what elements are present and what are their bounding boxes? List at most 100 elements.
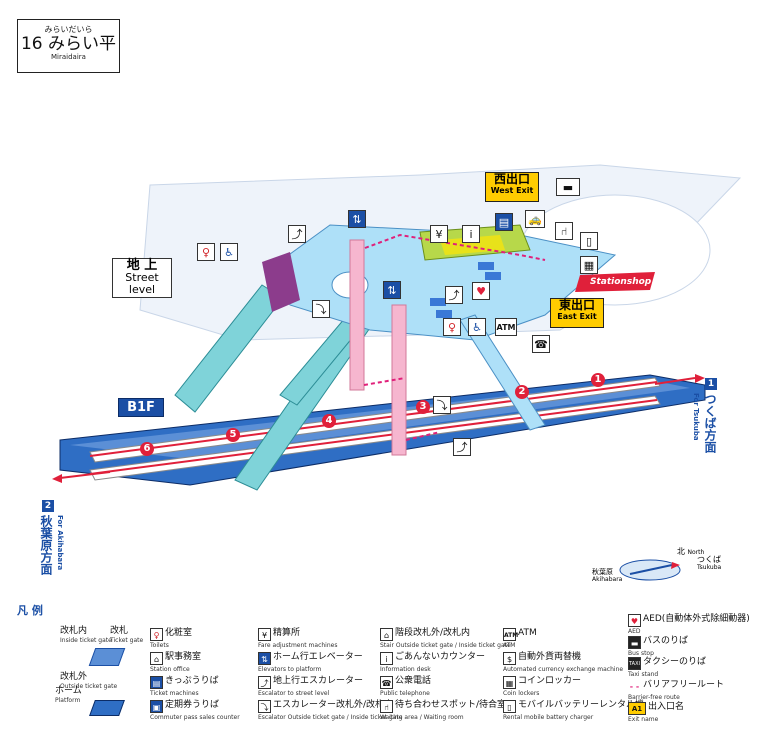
legend-gate-inside-en: Inside ticket gate xyxy=(60,637,112,644)
legend-commuter-pass-en: Commuter pass sales counter xyxy=(150,714,240,721)
legend-gate-swatch xyxy=(88,648,126,666)
legend-aed-en: AED xyxy=(628,628,641,635)
street-level-en: Street level xyxy=(125,271,159,296)
tsukuba-arrow xyxy=(654,377,696,385)
west-exit-ja: 西出口 xyxy=(493,172,530,186)
legend-gate-en: Ticket gate xyxy=(110,637,144,644)
legend-coin-locker-en: Coin lockers xyxy=(503,690,540,697)
ticket-machine-icon-legend: ▤ xyxy=(150,676,163,689)
taxi-icon-legend: TAXI xyxy=(628,657,641,670)
west-exit-box[interactable]: 西出口 West Exit xyxy=(485,172,539,202)
legend-escalator-street: ⤴地上行エスカレーター Escalator to street level xyxy=(258,676,363,699)
street-level-label: 地 上 Street level xyxy=(112,258,172,298)
aed-icon-legend: ♥ xyxy=(628,614,641,627)
legend-taxi-en: Taxi stand xyxy=(628,671,659,678)
legend-ticket-machines-en: Ticket machines xyxy=(150,690,199,697)
legend-aed-ja: AED(自動体外式除細動器) xyxy=(643,614,750,624)
compass-north-ja: 北 xyxy=(677,547,685,556)
phone-icon-legend: ☎ xyxy=(380,676,393,689)
akihabara-dir-ja: 秋葉原方面 xyxy=(39,515,53,575)
east-exit-box[interactable]: 東出口 East Exit xyxy=(550,298,604,328)
compass-north: 北 North xyxy=(677,546,704,557)
escalator-icon-4: ⤴ xyxy=(453,438,471,456)
elevator-icon-legend: ⇅ xyxy=(258,652,271,665)
legend-bus-ja: バスのりば xyxy=(643,636,689,646)
legend-phone-en: Public telephone xyxy=(380,690,430,697)
waiting-area-icon: ⑁ xyxy=(555,222,573,240)
legend-gate-outside-en: Outside ticket gate xyxy=(60,683,118,690)
legend-battery-en: Rental mobile battery charger xyxy=(503,714,594,721)
tsukuba-dir-number: 1 xyxy=(705,378,717,390)
legend-waiting-ja: 待ち合わせスポット/待合室 xyxy=(395,700,507,710)
legend-atm-en: ATM xyxy=(503,642,516,649)
bus-icon-legend: ▬ xyxy=(628,636,641,649)
aed-icon: ♥ xyxy=(472,282,490,300)
legend-fare-adjust-en: Fare adjustment machines xyxy=(258,642,338,649)
legend-taxi-ja: タクシーのりば xyxy=(643,657,707,667)
compass-akihabara: 秋葉原 Akihabara xyxy=(592,568,622,584)
legend-exit-name-ja: 出入口名 xyxy=(648,702,685,712)
elevator-icon-2: ⇅ xyxy=(383,281,401,299)
tsukuba-dir-en: For Tsukuba xyxy=(692,393,700,441)
information-icon: i xyxy=(462,225,480,243)
legend-bus-en: Bus stop xyxy=(628,650,654,657)
car-number: 5 xyxy=(226,428,240,442)
compass-akihabara-en: Akihabara xyxy=(592,576,623,583)
legend-fare-adjust-ja: 精算所 xyxy=(273,628,301,638)
elevator-icon: ⇅ xyxy=(348,210,366,228)
car-number: 3 xyxy=(416,400,430,414)
info-icon-legend: i xyxy=(380,652,393,665)
atm-icon-legend: ATM xyxy=(503,628,518,641)
legend-platform-en: Platform xyxy=(55,697,81,704)
battery-rental-icon: ▯ xyxy=(580,232,598,250)
legend-escalator-street-en: Escalator to street level xyxy=(258,690,330,697)
legend-battery: ▯モバイルバッテリーレンタル機 Rental mobile battery cha… xyxy=(503,700,644,723)
east-exit-en: East Exit xyxy=(557,312,597,321)
escalator-icon-5: ⤵ xyxy=(433,396,451,414)
currency-exchange-icon: $ xyxy=(503,652,516,665)
legend-escalator-gate-en: Escalator Outside ticket gate / Inside t… xyxy=(258,714,403,721)
legend-barrier-free-en: Barrier-free route xyxy=(628,694,680,701)
legend-atm-ja: ATM xyxy=(518,628,537,638)
station-shop-label: Stationshop xyxy=(590,277,652,287)
legend-ticket-machines-ja: きっぷうりば xyxy=(165,676,219,686)
toilet-icon-2: ♀ xyxy=(443,318,461,336)
legend-station-office-en: Station office xyxy=(150,666,190,673)
legend-waiting-en: Waiting area / Waiting room xyxy=(380,714,464,721)
escalator-street-icon: ⤴ xyxy=(258,676,271,689)
legend-battery-ja: モバイルバッテリーレンタル機 xyxy=(518,700,645,710)
west-exit-en: West Exit xyxy=(490,186,534,195)
barrier-free-icon: - - xyxy=(628,680,641,693)
stair-head xyxy=(262,252,300,312)
legend-escalator-street-ja: 地上行エスカレーター xyxy=(273,676,364,686)
legend-aed: ♥AED(自動体外式除細動器)AED xyxy=(628,614,750,637)
legend-station-office-ja: 駅事務室 xyxy=(165,652,202,662)
legend-info-en: Information desk xyxy=(380,666,431,673)
legend-stair-ja: 階段改札外/改札内 xyxy=(395,628,471,638)
ticket-machine-icon: ▤ xyxy=(495,213,513,231)
atm-icon: ATM xyxy=(495,318,517,336)
compass-tsukuba-ja: つくば xyxy=(697,555,721,564)
legend-ticket-machines: ▤きっぷうりば Ticket machines xyxy=(150,676,219,699)
station-title-box: みらいだいら 16 みらい平 Miraidaira xyxy=(17,19,120,73)
stair-icon: ⌂ xyxy=(380,628,393,641)
battery-icon-legend: ▯ xyxy=(503,700,516,713)
coin-locker-icon: ▦ xyxy=(580,256,598,274)
escalator-icon: ⤴ xyxy=(288,225,306,243)
car-number: 4 xyxy=(322,414,336,428)
station-office-icon: ⌂ xyxy=(150,652,163,665)
toilet-icon: ♀ xyxy=(197,243,215,261)
legend-gate-outside-ja: 改札外 xyxy=(60,672,88,682)
station-ruby: みらいだいら xyxy=(44,25,93,34)
